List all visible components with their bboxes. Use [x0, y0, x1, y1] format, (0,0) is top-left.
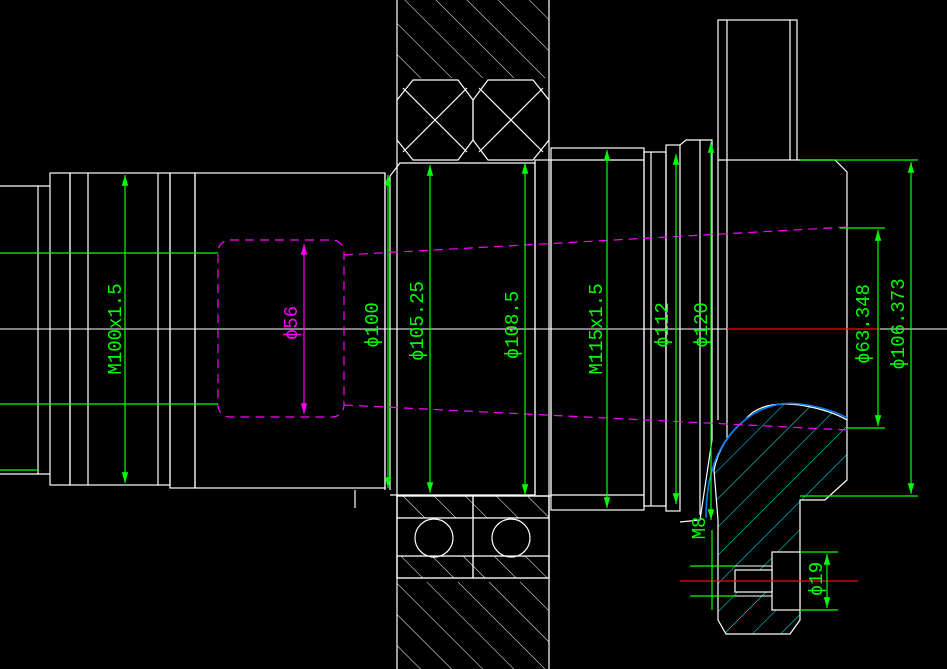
dim-d106: ϕ106.373 — [888, 278, 910, 369]
dimension-texts: M100x1.5 ϕ56 ϕ100 ϕ105.25 ϕ108.5 M115x1.… — [105, 278, 910, 596]
dimension-lines — [0, 142, 918, 611]
dim-m115: M115x1.5 — [586, 283, 608, 374]
dim-m100: M100x1.5 — [105, 283, 127, 374]
upper-bearing — [396, 79, 550, 161]
dim-d108: ϕ108.5 — [502, 291, 524, 359]
dim-d100: ϕ100 — [362, 302, 384, 348]
dim-d63: ϕ63.348 — [853, 284, 875, 364]
lower-bearing — [396, 495, 550, 579]
dim-d112: ϕ112 — [652, 302, 674, 348]
dim-d105: ϕ105.25 — [407, 281, 429, 361]
flange-section — [705, 402, 848, 635]
hidden-taper — [217, 226, 849, 431]
dim-d120: ϕ120 — [691, 302, 713, 348]
flange — [717, 19, 848, 440]
dim-d19: ϕ19 — [806, 562, 828, 596]
dim-m8: M8 — [689, 517, 711, 540]
dim-d56: ϕ56 — [281, 306, 303, 340]
